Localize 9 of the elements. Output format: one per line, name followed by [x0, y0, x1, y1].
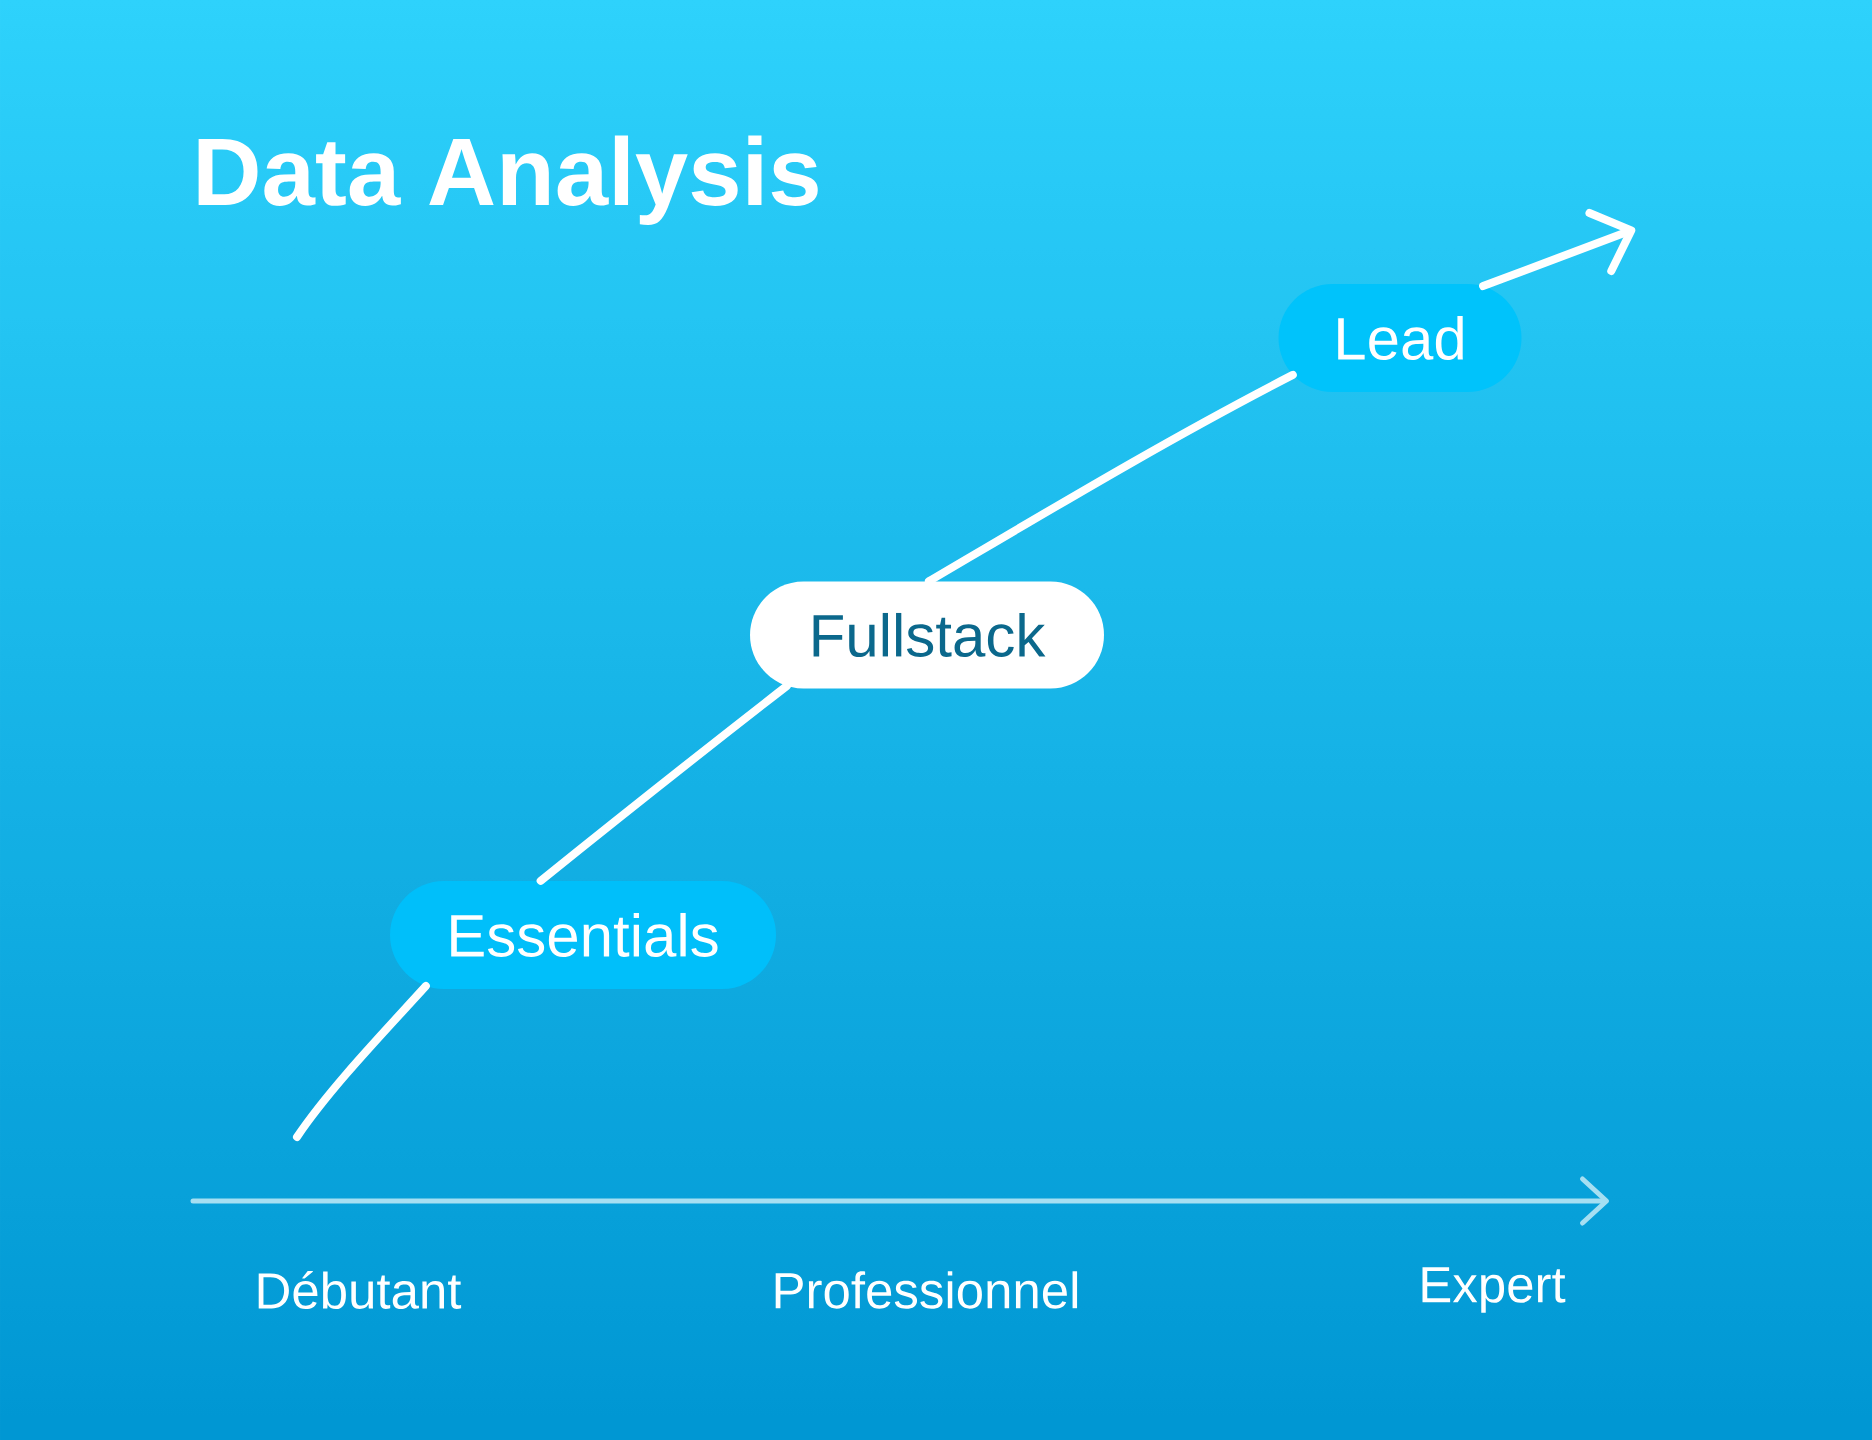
title: Data Analysis: [198, 135, 818, 225]
stage-pill: Essentials: [390, 881, 776, 989]
stage-pill: Fullstack: [750, 581, 1104, 689]
arrow: [1479, 209, 1636, 291]
axis-label: Professionnel: [775, 1271, 1078, 1309]
axis-label: Expert: [1422, 1267, 1566, 1313]
curve-line: [536, 682, 791, 885]
axis-label: Débutant: [258, 1270, 462, 1309]
curve-line: [293, 982, 430, 1141]
